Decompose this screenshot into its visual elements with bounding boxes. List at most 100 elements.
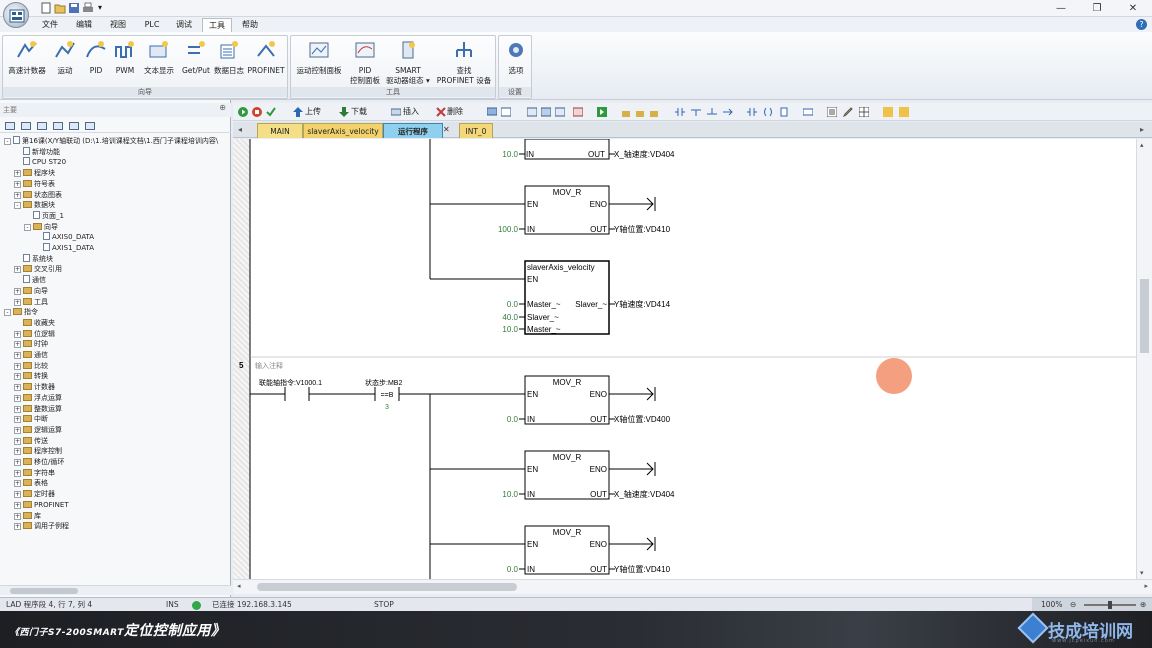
- expand-icon[interactable]: +: [14, 491, 21, 499]
- mov-r-block-partial[interactable]: IN OUT 10.0 X_轴速度:VD404: [502, 139, 675, 160]
- tree-node[interactable]: +中断: [14, 414, 48, 424]
- tree-node[interactable]: +转换: [14, 371, 48, 381]
- tab-close-icon[interactable]: ✕: [443, 125, 450, 134]
- expand-icon[interactable]: +: [14, 373, 21, 381]
- expand-icon[interactable]: +: [14, 469, 21, 477]
- tree-node[interactable]: +逻辑运算: [14, 425, 62, 435]
- expand-icon[interactable]: +: [14, 437, 21, 445]
- close-button[interactable]: ✕: [1128, 3, 1138, 14]
- tree-node[interactable]: +整数运算: [14, 404, 62, 414]
- expand-icon[interactable]: +: [14, 448, 21, 456]
- slaveraxis-velocity-block[interactable]: slaverAxis_velocity EN Master_~ Slaver_~…: [502, 260, 671, 335]
- tree-node[interactable]: AXIS1_DATA: [34, 243, 94, 253]
- expand-icon[interactable]: +: [14, 298, 21, 306]
- editor-v-scrollbar[interactable]: ▴ ▾: [1136, 139, 1152, 579]
- view-icon-5[interactable]: [69, 122, 79, 130]
- scroll-right-icon[interactable]: ▸: [1144, 582, 1148, 590]
- tree-node[interactable]: +通信: [14, 350, 48, 360]
- expand-icon[interactable]: +: [14, 191, 21, 199]
- stop-icon[interactable]: [252, 107, 262, 117]
- menu-tools[interactable]: 工具: [202, 18, 232, 32]
- contact-joint-axis[interactable]: 联能轴指令:V1000.1: [250, 378, 375, 401]
- collapse-icon[interactable]: -: [4, 309, 11, 317]
- v-scroll-thumb[interactable]: [1140, 279, 1149, 353]
- table-icon[interactable]: [859, 107, 869, 117]
- expand-icon[interactable]: +: [14, 180, 21, 188]
- app-menu-button[interactable]: [3, 2, 29, 28]
- tool-icon-1[interactable]: [883, 107, 893, 117]
- menu-view[interactable]: 视图: [110, 20, 126, 29]
- lock-icon-2[interactable]: [635, 107, 645, 117]
- tree-node[interactable]: +比较: [14, 361, 48, 371]
- view-icon-6[interactable]: [85, 122, 95, 130]
- zoom-thumb[interactable]: [1108, 601, 1112, 609]
- view-icon-3[interactable]: [37, 122, 47, 130]
- tree-node[interactable]: +定时器: [14, 489, 55, 499]
- tab-slaveraxis-velocity[interactable]: slaverAxis_velocity: [303, 123, 383, 138]
- mov-r-block-4[interactable]: MOV_R EN ENO IN OUT 10.0 X_轴速度:VD404: [502, 450, 675, 500]
- new-icon[interactable]: [40, 2, 52, 14]
- menu-help[interactable]: 帮助: [242, 20, 258, 29]
- expand-icon[interactable]: +: [14, 426, 21, 434]
- tree-node[interactable]: +计数器: [14, 382, 55, 392]
- mov-r-block-3[interactable]: MOV_R EN ENO IN OUT 0.0 X轴位置:VD400: [507, 375, 671, 425]
- help-icon[interactable]: ?: [1136, 19, 1147, 30]
- tree-node[interactable]: +工具: [14, 297, 48, 307]
- expand-icon[interactable]: +: [14, 480, 21, 488]
- edit-icon[interactable]: [843, 107, 853, 117]
- expand-icon[interactable]: +: [14, 330, 21, 338]
- monitor-icon[interactable]: [487, 107, 497, 117]
- tree-node[interactable]: +程序控制: [14, 446, 62, 456]
- save-icon[interactable]: [68, 2, 80, 14]
- expand-icon[interactable]: +: [14, 341, 21, 349]
- tree-node[interactable]: -向导: [24, 222, 58, 232]
- tree-node[interactable]: +交叉引用: [14, 264, 62, 274]
- text-display-wizard-button[interactable]: 文本显示: [141, 39, 177, 76]
- restore-button[interactable]: ❐: [1092, 3, 1102, 14]
- pid-wizard-button[interactable]: PID: [83, 39, 109, 76]
- minimize-button[interactable]: —: [1056, 3, 1066, 14]
- tree-node[interactable]: +表格: [14, 478, 48, 488]
- lock-icon-3[interactable]: [649, 107, 659, 117]
- lock-icon-1[interactable]: [621, 107, 631, 117]
- menu-debug[interactable]: 调试: [176, 20, 192, 29]
- tab-main[interactable]: MAIN: [257, 123, 303, 138]
- window-icon-1[interactable]: [527, 107, 537, 117]
- menu-edit[interactable]: 编辑: [76, 20, 92, 29]
- comment-icon[interactable]: [803, 107, 813, 117]
- expand-icon[interactable]: +: [14, 416, 21, 424]
- run-icon[interactable]: [238, 107, 248, 117]
- motion-panel-button[interactable]: 运动控制面板: [293, 39, 345, 76]
- contact-icon[interactable]: [675, 107, 685, 117]
- status-icon[interactable]: [501, 107, 511, 117]
- scroll-down-icon[interactable]: ▾: [1140, 569, 1144, 577]
- tree-node[interactable]: +PROFINET: [14, 500, 69, 510]
- tree-node[interactable]: +字符串: [14, 468, 55, 478]
- zoom-in-icon[interactable]: ⊕: [1140, 600, 1147, 609]
- insert-button[interactable]: 插入: [403, 107, 419, 116]
- window-icon-4[interactable]: [573, 107, 583, 117]
- expand-icon[interactable]: +: [14, 362, 21, 370]
- options-button[interactable]: 选项: [501, 39, 531, 76]
- tree-node[interactable]: +状态图表: [14, 190, 62, 200]
- tree-node[interactable]: AXIS0_DATA: [34, 232, 94, 242]
- collapse-icon[interactable]: -: [4, 138, 11, 145]
- tree-node[interactable]: -第16课(X/Y轴联动 (D:\1.培训课程文档\1.西门子课程培训内容\: [4, 136, 218, 146]
- view-icon-4[interactable]: [53, 122, 63, 130]
- tab-scroll-left-icon[interactable]: ◂: [238, 125, 243, 134]
- tree-node[interactable]: 新增功能: [14, 146, 60, 157]
- qat-dropdown-icon[interactable]: ▾: [98, 3, 103, 12]
- editor-h-scrollbar[interactable]: ◂ ▸: [233, 579, 1152, 594]
- expand-icon[interactable]: +: [14, 523, 21, 531]
- mov-r-block-5[interactable]: MOV_R EN ENO IN OUT 0.0 Y轴位置:VD410: [507, 525, 671, 575]
- hsc-wizard-button[interactable]: 高速计数器: [5, 39, 49, 76]
- box-icon[interactable]: [779, 107, 789, 117]
- getput-wizard-button[interactable]: Get/Put: [179, 39, 213, 76]
- expand-icon[interactable]: +: [14, 266, 21, 274]
- pwm-wizard-button[interactable]: PWM: [111, 39, 139, 76]
- upload-button[interactable]: 上传: [305, 107, 321, 116]
- menu-file[interactable]: 文件: [42, 20, 58, 29]
- pin-icon[interactable]: ⊕: [219, 103, 226, 112]
